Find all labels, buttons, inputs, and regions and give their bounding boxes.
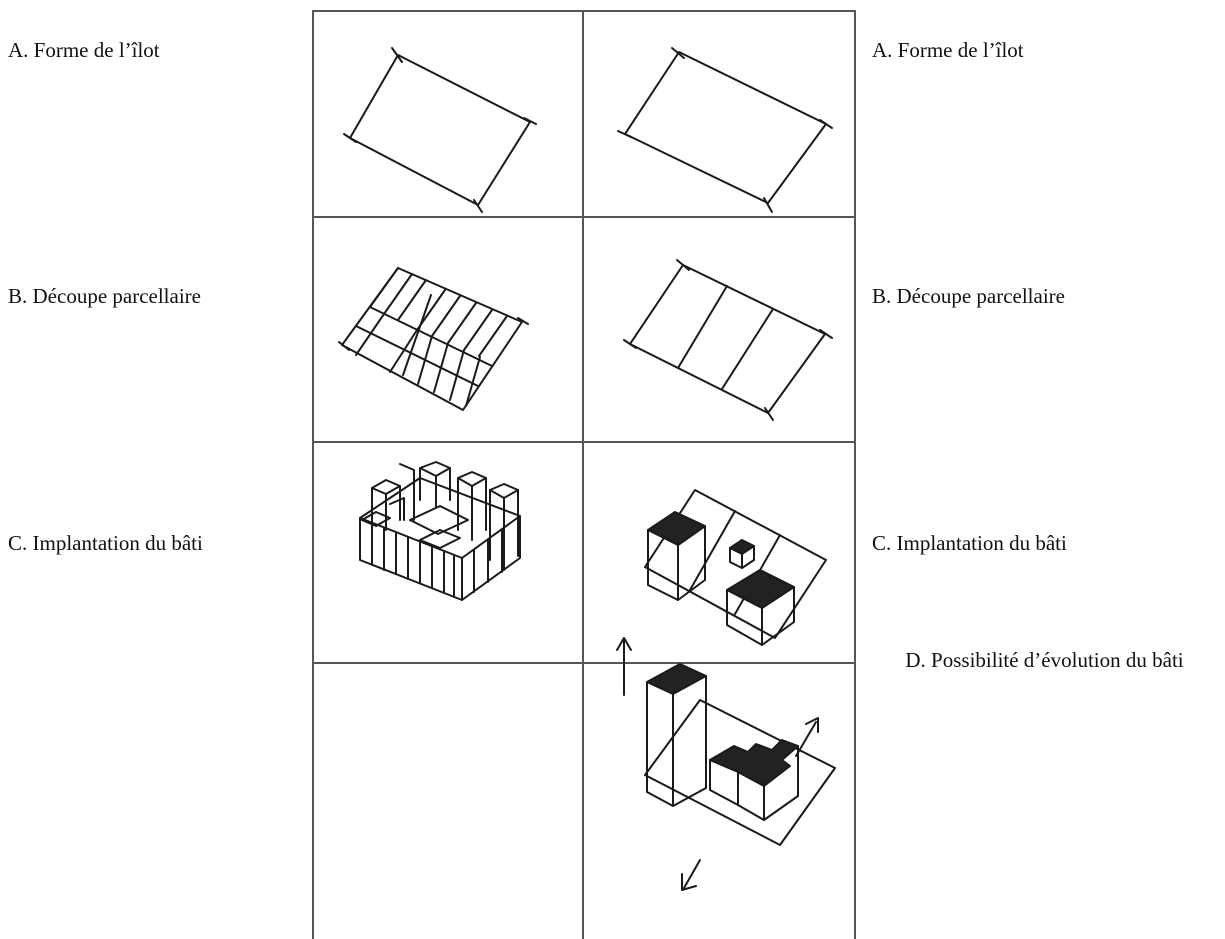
label-right-a-forme-ilot: A. Forme de l’îlot bbox=[872, 38, 1024, 62]
grid-frame bbox=[312, 10, 856, 939]
label-left-b-decoupe-parcellaire: B. Découpe parcellaire bbox=[8, 284, 201, 308]
label-right-b-decoupe-parcellaire: B. Découpe parcellaire bbox=[872, 284, 1065, 308]
sketch-right-b-three-parcels bbox=[623, 259, 833, 421]
sketch-left-c-dense-buildings bbox=[359, 461, 521, 601]
sketch-right-a-block-outline bbox=[617, 47, 833, 213]
label-right-c-implantation-bati: C. Implantation du bâti bbox=[872, 531, 1067, 555]
sketch-right-c-built-parcels bbox=[644, 489, 827, 646]
label-right-d-evolution-bati: D. Possibilité d’évolution du bâti bbox=[905, 648, 1184, 672]
sketch-left-a-block-outline bbox=[343, 47, 537, 213]
label-left-c-implantation-bati: C. Implantation du bâti bbox=[8, 531, 203, 555]
sketch-left-b-dense-parcels bbox=[338, 267, 529, 411]
label-left-a-forme-ilot: A. Forme de l’îlot bbox=[8, 38, 160, 62]
sketch-right-d-evolution bbox=[616, 637, 836, 891]
